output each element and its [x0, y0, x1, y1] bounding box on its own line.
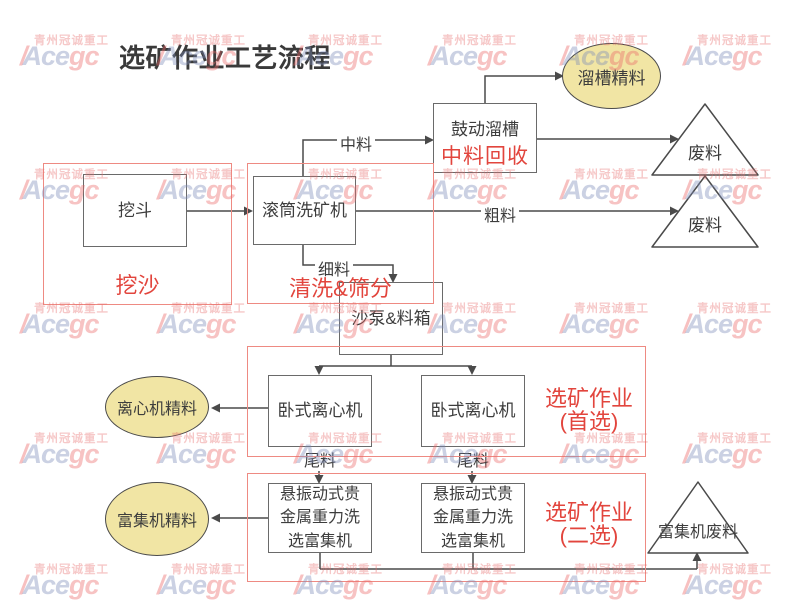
ellipse-sluice-concentrate-label: 溜槽精料	[577, 68, 646, 88]
box-concentrator-right: 悬振动式贵金属重力洗选富集机	[421, 483, 525, 553]
stage-label-secondary-line1: 选矿作业	[544, 500, 633, 525]
ellipse-concentrator-concentrate: 富集机精料	[105, 482, 209, 556]
box-drum-washer: 滚筒洗矿机	[253, 176, 356, 245]
waste-triangle-top	[651, 103, 759, 176]
concentrator-waste-triangle	[647, 481, 749, 554]
flow-label-tails-right: 尾料	[454, 447, 492, 471]
ellipse-centrifuge-concentrate-label: 离心机精料	[116, 401, 197, 418]
stage-label-secondary-line2: (二选)	[559, 523, 619, 548]
box-concentrator-left: 悬振动式贵金属重力洗选富集机	[268, 483, 372, 553]
stage-label-digging: 挖沙	[115, 273, 160, 298]
box-concentrator-left-label: 悬振动式贵金属重力洗选富集机	[279, 486, 360, 550]
stage-label-secondary: 选矿作业 (二选)	[524, 501, 654, 547]
flow-label-coarse: 粗料	[481, 202, 519, 226]
box-digger-label: 挖斗	[118, 200, 152, 220]
waste-triangle-shapes	[647, 103, 759, 554]
box-sluice-label: 鼓动溜槽	[451, 120, 519, 139]
box-centrifuge-right: 卧式离心机	[421, 375, 525, 447]
box-sand-pump-label: 沙泵&料箱	[351, 308, 431, 328]
waste-triangle-bottom	[651, 175, 759, 248]
waste-bottom-label: 废料	[688, 216, 722, 235]
box-sluice-note: 中料回收	[441, 144, 529, 168]
box-centrifuge-left-label: 卧式离心机	[277, 401, 363, 421]
box-sand-pump: 沙泵&料箱	[339, 282, 443, 355]
box-drum-washer-label: 滚筒洗矿机	[262, 200, 347, 220]
page-title: 选矿作业工艺流程	[119, 43, 332, 73]
arrowhead-icons	[211, 71, 702, 561]
stage-label-primary-line2: (首选)	[559, 409, 619, 434]
flow-label-tails-left: 尾料	[301, 447, 339, 471]
ellipse-sluice-concentrate: 溜槽精料	[562, 43, 661, 109]
box-concentrator-right-label: 悬振动式贵金属重力洗选富集机	[432, 486, 513, 550]
stage-label-primary: 选矿作业 (首选)	[524, 387, 654, 433]
box-sluice: 鼓动溜槽 中料回收	[433, 103, 537, 173]
ellipse-concentrator-concentrate-label: 富集机精料	[116, 513, 197, 530]
box-centrifuge-left: 卧式离心机	[268, 375, 372, 447]
box-centrifuge-right-label: 卧式离心机	[430, 401, 516, 421]
stage-label-primary-line1: 选矿作业	[544, 386, 633, 411]
stage-label-washing: 清洗&筛分	[289, 276, 392, 301]
box-digger: 挖斗	[83, 174, 187, 247]
concentrator-waste-label: 富集机废料	[657, 524, 738, 541]
flow-label-middle: 中料	[337, 131, 375, 155]
ellipse-centrifuge-concentrate: 离心机精料	[105, 376, 209, 438]
waste-top-label: 废料	[688, 144, 722, 163]
flow-label-fine: 细料	[315, 256, 353, 280]
